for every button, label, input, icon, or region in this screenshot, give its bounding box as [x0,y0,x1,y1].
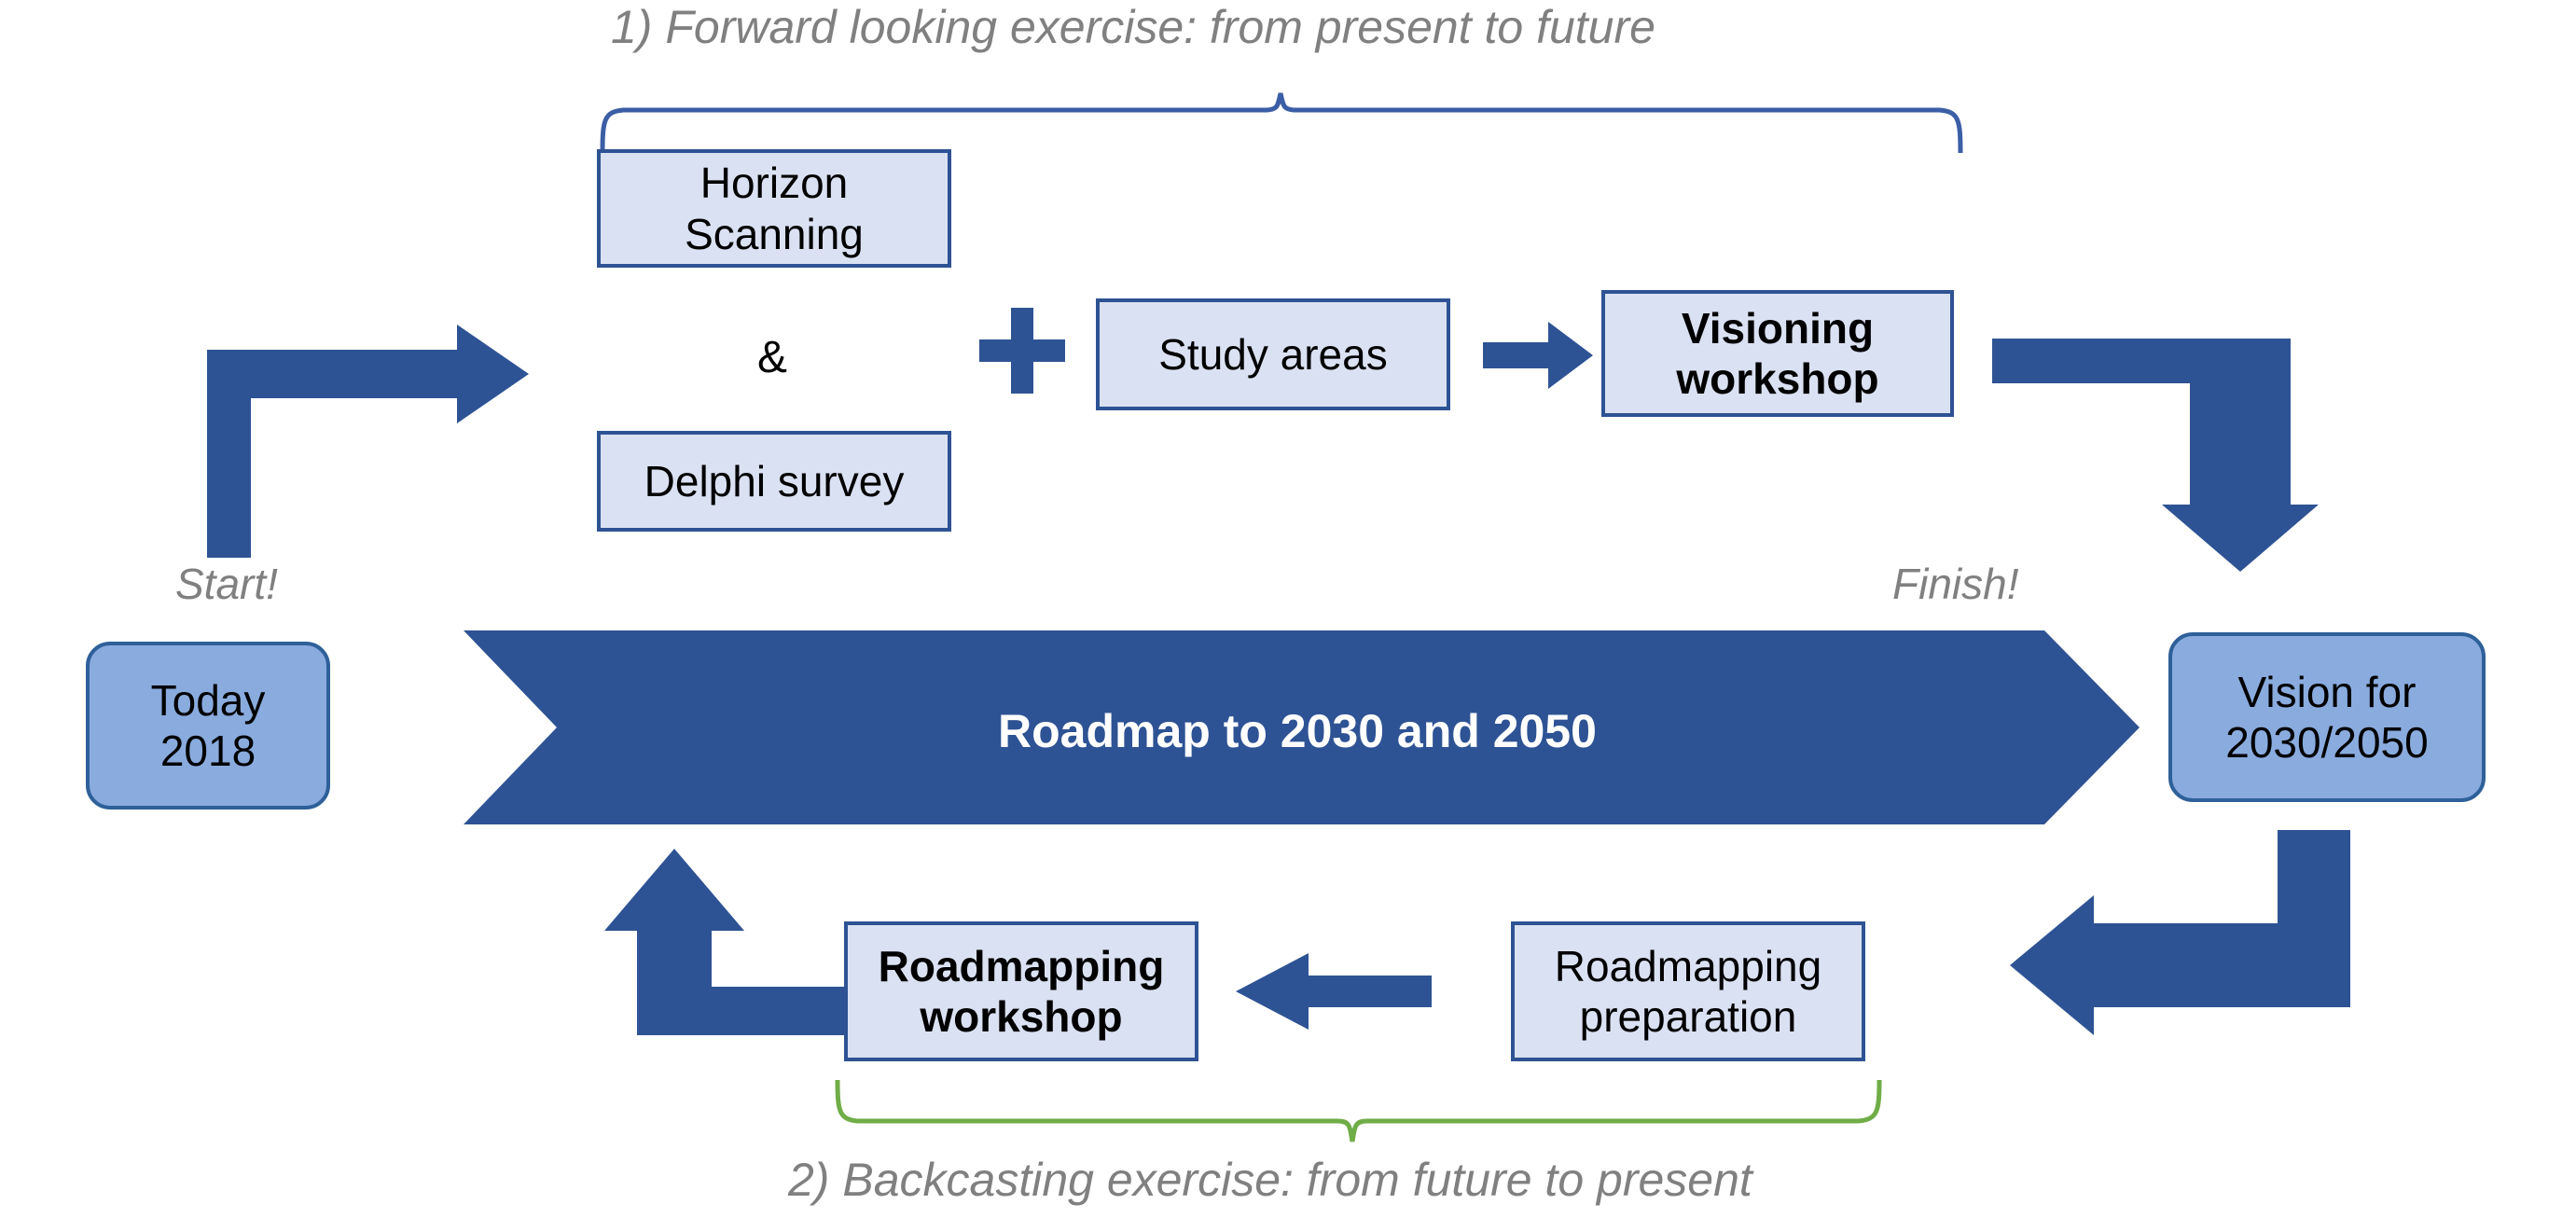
ampersand-connector: & [757,333,788,382]
bottom-brace-green [835,1079,1882,1142]
arrow-start-to-horizon [207,325,529,558]
roadmap-banner-label: Roadmap to 2030 and 2050 [998,705,1597,757]
plus-icon [979,308,1065,394]
roadmap-banner-chevron [464,630,2140,824]
start-label: Start! [175,560,278,608]
box-delphi-survey[interactable]: Delphi survey [597,431,951,532]
top-exercise-caption: 1) Forward looking exercise: from presen… [611,1,1655,53]
arrow-vision-to-roadmapping-prep [2010,830,2350,1035]
arrow-prep-to-workshop [1236,953,1432,1030]
arrow-visioning-to-vision [1992,339,2319,572]
top-brace-blue [600,92,1963,154]
bottom-exercise-caption: 2) Backcasting exercise: from future to … [788,1154,1752,1206]
box-delphi-survey-label: Delphi survey [644,456,905,505]
arrow-study-to-visioning [1483,322,1593,389]
finish-label: Finish! [1892,560,2019,608]
arrow-roadmapping-to-today [604,849,847,1035]
box-study-areas[interactable]: Study areas [1096,298,1450,410]
box-study-areas-label: Study areas [1158,329,1388,379]
